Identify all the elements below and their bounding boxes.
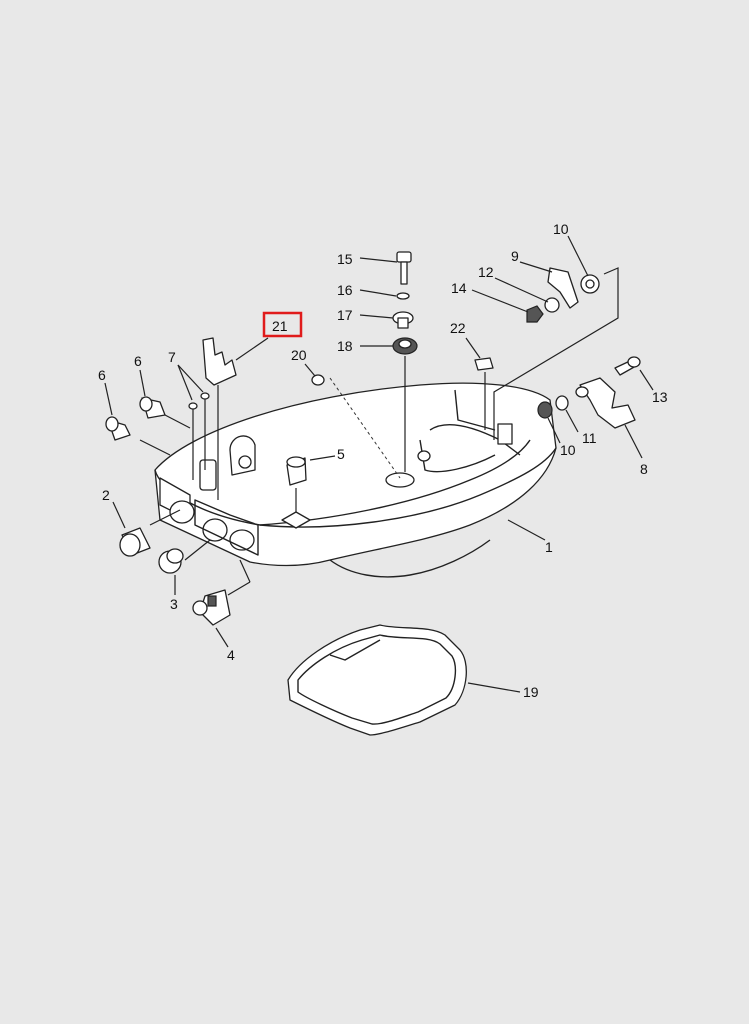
callout-16: 16 [337, 282, 353, 298]
callout-1: 1 [545, 539, 553, 555]
callout-11: 11 [582, 430, 597, 446]
collar-part-17 [392, 311, 414, 329]
washer-part-10-top [580, 274, 600, 294]
callout-3: 3 [170, 596, 178, 612]
callout-18: 18 [337, 338, 353, 354]
plate-part-22 [474, 357, 494, 430]
washer-part-16 [396, 292, 410, 300]
bolt-part-15 [396, 251, 412, 285]
callout-2: 2 [102, 487, 110, 503]
nut-part-10-lower [537, 401, 553, 419]
bracket-part-21 [202, 337, 237, 500]
washer-part-11 [555, 395, 569, 411]
bracket-part-8 [575, 377, 636, 429]
rivet-part-7 [188, 392, 210, 480]
callout-12: 12 [478, 264, 494, 280]
callout-8: 8 [640, 461, 648, 477]
lower-cowling-body [154, 382, 557, 578]
callout-15: 15 [337, 251, 353, 267]
callout-17: 17 [337, 307, 353, 323]
callout-7: 7 [168, 349, 176, 365]
fitting-part-4 [192, 589, 231, 626]
nut-part-14 [526, 305, 544, 323]
callout-4: 4 [227, 647, 235, 663]
plug-part-2 [119, 527, 151, 557]
screw-part-20 [311, 374, 401, 479]
bolt-part-6-left [105, 416, 131, 441]
callout-9: 9 [511, 248, 519, 264]
callout-13: 13 [652, 389, 668, 405]
bracket-part-9 [547, 267, 579, 309]
clip-part-5 [286, 456, 307, 486]
bolt-part-13 [614, 356, 641, 376]
callout-6-left: 6 [98, 367, 106, 383]
washer-part-12 [544, 297, 560, 313]
gasket-part-19 [287, 624, 467, 736]
callout-labels: 1 2 3 4 5 6 6 7 8 9 10 10 11 12 13 14 15… [98, 221, 668, 700]
callout-20: 20 [291, 347, 307, 363]
callout-10-lower: 10 [560, 442, 576, 458]
callout-14: 14 [451, 280, 467, 296]
leader-lines [104, 235, 654, 693]
callout-5: 5 [337, 446, 345, 462]
callout-21: 21 [272, 318, 288, 334]
callout-19: 19 [523, 684, 539, 700]
callout-22: 22 [450, 320, 466, 336]
callout-10-top: 10 [553, 221, 569, 237]
callout-6-right: 6 [134, 353, 142, 369]
highlight-box-21 [262, 311, 303, 338]
bolt-part-6-right [139, 396, 166, 419]
grommet-part-3 [158, 548, 184, 574]
